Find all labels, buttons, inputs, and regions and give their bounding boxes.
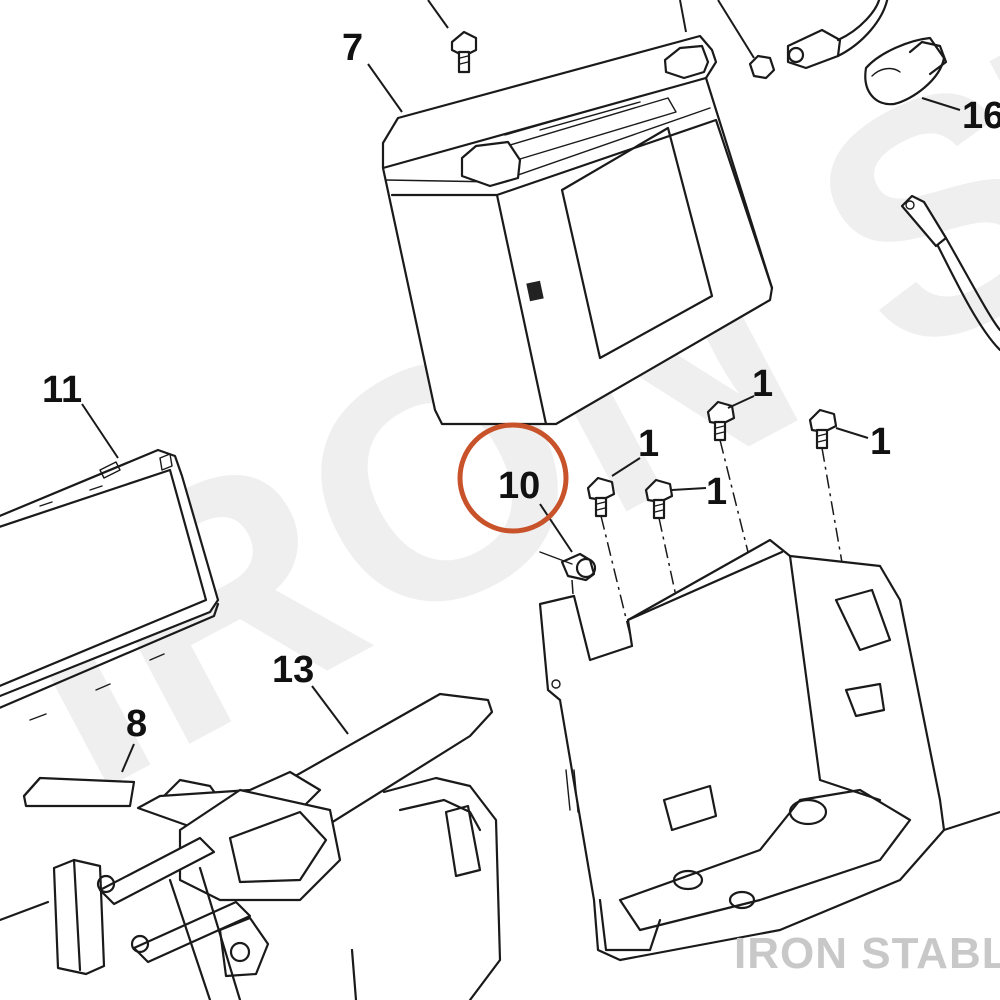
battery-tray bbox=[538, 538, 1000, 962]
callout-10: 10 bbox=[498, 465, 540, 507]
electronics-tray bbox=[0, 448, 220, 721]
highlight-ring bbox=[457, 422, 569, 534]
callout-7: 7 bbox=[342, 27, 363, 69]
callout-1-d: 1 bbox=[706, 471, 727, 513]
leader-lines bbox=[81, 0, 961, 773]
callout-1-b: 1 bbox=[870, 421, 891, 463]
screw-a bbox=[706, 400, 736, 442]
callout-8: 8 bbox=[126, 703, 147, 745]
screw-b bbox=[808, 408, 838, 450]
battery-screw bbox=[450, 30, 478, 74]
screw-d bbox=[644, 478, 674, 520]
callout-11: 11 bbox=[42, 369, 82, 411]
vertical-pad bbox=[0, 858, 106, 976]
callout-13: 13 bbox=[272, 649, 314, 691]
cable-terminal bbox=[748, 0, 889, 80]
screw-c bbox=[586, 476, 616, 518]
ground-cable bbox=[900, 194, 1000, 352]
brand-logo: IRON STABLE bbox=[734, 929, 1000, 978]
callout-1-c: 1 bbox=[638, 423, 659, 465]
battery bbox=[381, 34, 774, 426]
terminal-cover bbox=[864, 36, 948, 106]
callout-16: 16 bbox=[962, 95, 1000, 137]
callout-1-a: 1 bbox=[752, 363, 773, 405]
battery-strap bbox=[96, 692, 502, 1000]
pad-8 bbox=[22, 776, 136, 808]
fastener-10 bbox=[539, 551, 597, 582]
